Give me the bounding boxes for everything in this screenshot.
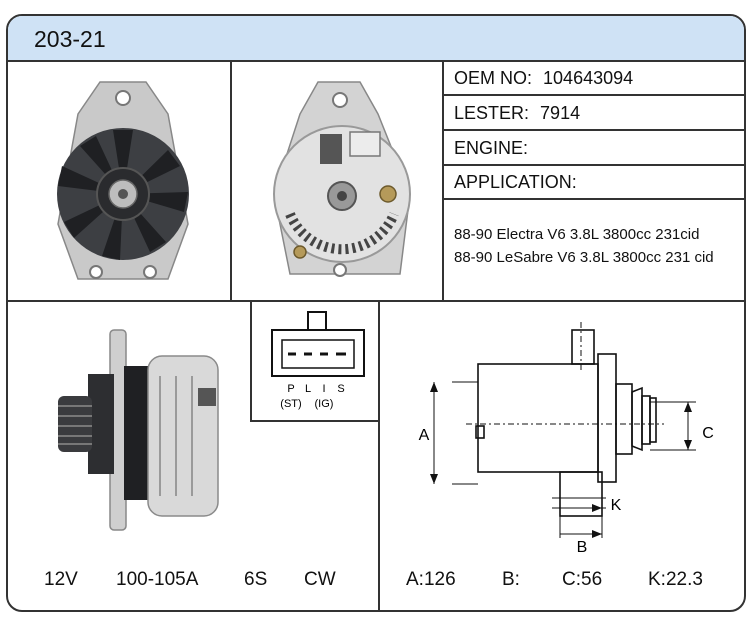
- dimension-drawing: A C B K: [419, 322, 714, 556]
- voltage-value: 12V: [44, 569, 78, 590]
- application-label: APPLICATION:: [454, 172, 577, 192]
- amperage-value: 100-105A: [116, 569, 199, 590]
- divider: [230, 60, 232, 300]
- application-line-2: 88-90 LeSabre V6 3.8L 3800cc 231 cid: [454, 249, 714, 266]
- alternator-side-photo: [58, 329, 219, 531]
- connector-pin-l: L: [305, 383, 311, 395]
- divider: [378, 300, 380, 610]
- divider: [250, 420, 380, 422]
- dimension-label-c: C: [702, 425, 714, 442]
- rotation-value: CW: [304, 569, 336, 590]
- divider: [442, 94, 744, 96]
- divider: [250, 300, 252, 420]
- lester-label: LESTER:: [454, 103, 530, 123]
- title-bar: 203-21: [8, 16, 744, 62]
- dimension-b-value: B:: [502, 569, 520, 590]
- application-row: APPLICATION:: [454, 172, 577, 193]
- oem-value: 104643094: [543, 68, 634, 88]
- dimension-k-value: K:22.3: [648, 569, 703, 590]
- connector-pin-p: P: [287, 383, 294, 395]
- engine-label: ENGINE:: [454, 138, 529, 158]
- connector-pin-s: S: [337, 383, 344, 395]
- dimension-label-b: B: [577, 539, 588, 556]
- groove-value: 6S: [244, 569, 268, 590]
- lester-value: 7914: [540, 103, 581, 123]
- application-line-1: 88-90 Electra V6 3.8L 3800cc 231cid: [454, 226, 700, 243]
- alternator-front-photo: [57, 81, 189, 280]
- connector-diagram: P L I S (ST) (IG): [271, 311, 365, 410]
- divider: [442, 164, 744, 166]
- connector-label-ig: (IG): [315, 398, 334, 410]
- oem-label: OEM NO:: [454, 68, 533, 88]
- connector-label-st: (ST): [280, 398, 301, 410]
- divider: [442, 60, 444, 300]
- dimension-label-a: A: [419, 427, 430, 444]
- divider: [442, 198, 744, 200]
- engine-row: ENGINE:: [454, 138, 528, 159]
- alternator-rear-photo: [273, 81, 411, 277]
- connector-pin-i: I: [322, 383, 325, 395]
- dimension-a-value: A:126: [406, 569, 456, 590]
- lester-row: LESTER: 7914: [454, 103, 580, 124]
- divider: [442, 129, 744, 131]
- oem-row: OEM NO: 104643094: [454, 68, 633, 89]
- part-number-title: 203-21: [34, 26, 106, 52]
- dimension-c-value: C:56: [562, 569, 603, 590]
- dimension-label-k: K: [611, 497, 622, 514]
- product-card: 203-21 OEM NO: 104643094 LESTER: 7914 EN…: [6, 14, 746, 612]
- divider: [8, 300, 744, 302]
